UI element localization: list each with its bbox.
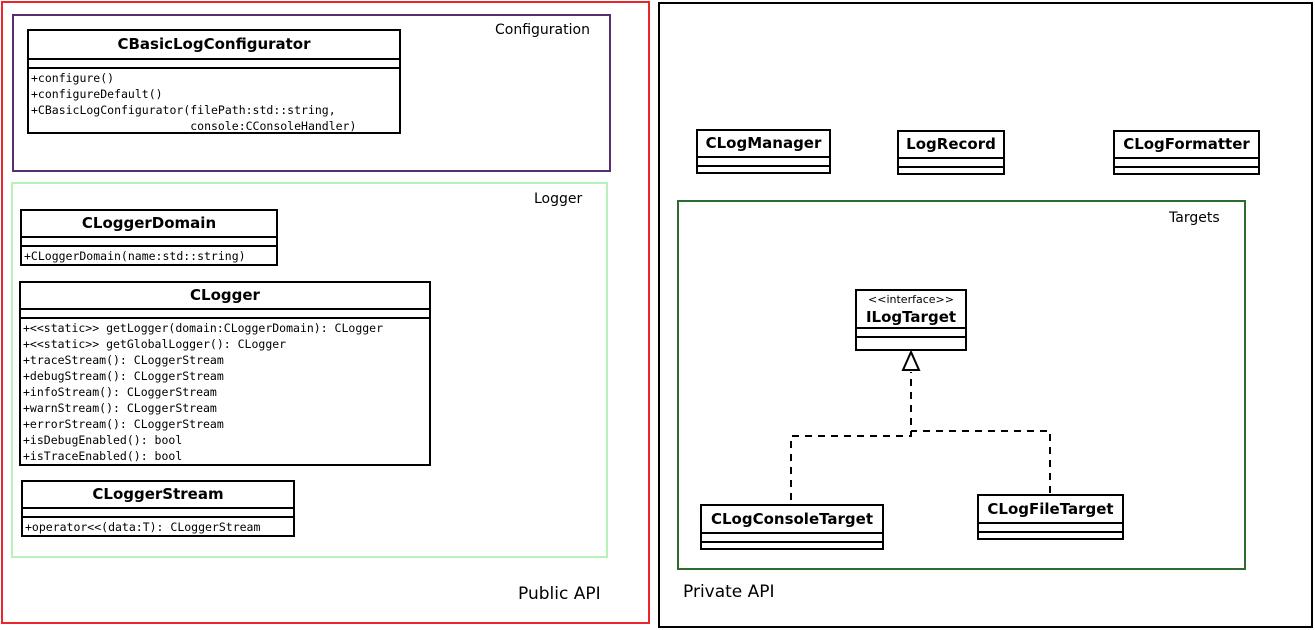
- attributes-section: [23, 507, 293, 516]
- operations-section: [899, 166, 1003, 175]
- configuration-package: [12, 14, 611, 172]
- operations-section: [1115, 166, 1258, 175]
- operation: +isTraceEnabled(): bool: [23, 449, 183, 463]
- realization-line-console: [790, 372, 912, 500]
- class-name: CLogManager: [705, 134, 822, 152]
- attributes-section: [857, 327, 965, 336]
- public-api-frame: [1, 1, 650, 624]
- operation: +warnStream(): CLoggerStream: [23, 401, 217, 415]
- operation: +infoStream(): CLoggerStream: [23, 385, 217, 399]
- attributes-section: [698, 156, 829, 165]
- attributes-section: [702, 532, 882, 541]
- operations-section: +operator<<(data:T): CLoggerStream: [23, 516, 293, 536]
- class-cbasiclogconfigurator: CBasicLogConfigurator +configure()+confi…: [27, 29, 401, 134]
- operation: +errorStream(): CLoggerStream: [23, 417, 224, 431]
- class-clogfiletarget: CLogFileTarget: [977, 494, 1124, 540]
- class-clogger: CLogger +<<static>> getLogger(domain:CLo…: [19, 281, 431, 466]
- operation: +isDebugEnabled(): bool: [23, 433, 183, 447]
- class-name: ILogTarget: [865, 308, 957, 326]
- class-name: CLogger: [190, 286, 260, 304]
- class-name: CLogFileTarget: [987, 500, 1114, 518]
- operation: console:CConsoleHandler): [31, 119, 357, 133]
- attributes-section: [21, 308, 429, 317]
- operations-section: [698, 165, 829, 174]
- private-api-label: Private API: [683, 582, 775, 602]
- class-name: LogRecord: [906, 135, 996, 153]
- attributes-section: [899, 157, 1003, 166]
- operation: +CLoggerDomain(name:std::string): [24, 249, 246, 263]
- operations-section: [857, 336, 965, 345]
- class-name: CLoggerStream: [92, 485, 224, 503]
- operations-section: +<<static>> getLogger(domain:CLoggerDoma…: [21, 317, 429, 465]
- class-logrecord: LogRecord: [897, 130, 1005, 175]
- public-api-label: Public API: [518, 584, 601, 604]
- class-name: CLoggerDomain: [81, 214, 217, 232]
- attributes-section: [979, 522, 1122, 531]
- class-clogformatter: CLogFormatter: [1113, 130, 1260, 175]
- logger-package: [11, 182, 608, 558]
- private-api-frame: [658, 2, 1313, 628]
- operation: +configure(): [31, 71, 115, 85]
- class-name: CLogConsoleTarget: [710, 510, 874, 528]
- operations-section: [979, 531, 1122, 540]
- logger-package-label: Logger: [534, 191, 583, 207]
- class-name: CBasicLogConfigurator: [117, 35, 311, 53]
- attributes-section: [22, 236, 276, 245]
- class-clogconsoletarget: CLogConsoleTarget: [700, 504, 884, 550]
- realization-arrowhead: [901, 349, 921, 371]
- realization-line-file: [911, 430, 1051, 493]
- class-cloggerdomain: CLoggerDomain +CLoggerDomain(name:std::s…: [20, 209, 278, 266]
- attributes-section: [29, 58, 399, 67]
- operation: +debugStream(): CLoggerStream: [23, 369, 224, 383]
- class-cloggerstream: CLoggerStream +operator<<(data:T): CLogg…: [21, 480, 295, 537]
- attributes-section: [1115, 157, 1258, 166]
- operation: +configureDefault(): [31, 87, 163, 101]
- operations-section: +configure() +configureDefault() +CBasicLo…: [29, 67, 399, 135]
- class-clogmanager: CLogManager: [696, 129, 831, 174]
- operations-section: +CLoggerDomain(name:std::string): [22, 245, 276, 265]
- targets-package: [677, 200, 1246, 570]
- class-ilogtarget: <<interface>> ILogTarget: [855, 289, 967, 351]
- operation: +<<static>> getGlobalLogger(): CLogger: [23, 337, 287, 351]
- operation: +<<static>> getLogger(domain:CLoggerDoma…: [23, 321, 384, 335]
- stereotype-label: <<interface>>: [868, 293, 954, 306]
- operation: +CBasicLogConfigurator(filePath:std::str…: [31, 103, 336, 117]
- operation: +operator<<(data:T): CLoggerStream: [25, 520, 261, 534]
- operations-section: [702, 541, 882, 550]
- configuration-package-label: Configuration: [495, 22, 590, 38]
- operation: +traceStream(): CLoggerStream: [23, 353, 224, 367]
- class-name: CLogFormatter: [1123, 135, 1250, 153]
- targets-package-label: Targets: [1169, 210, 1220, 226]
